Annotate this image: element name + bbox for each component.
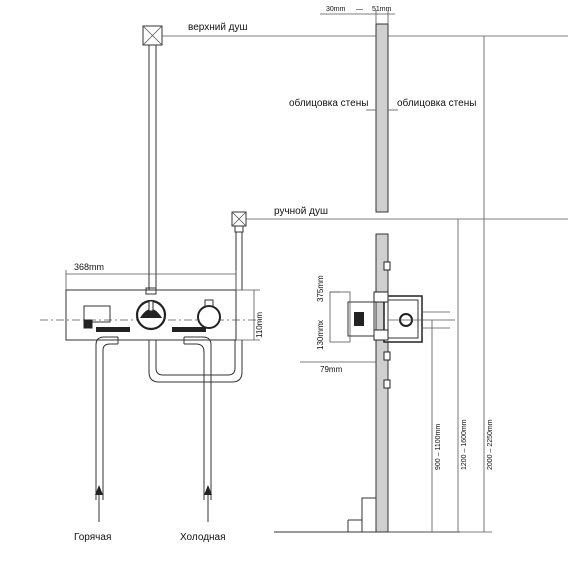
hand-shower-outlet [231,211,247,233]
pipe-to-top-shower [148,45,157,290]
hand-shower-label: ручной душ [274,206,328,217]
spout [83,305,111,329]
mixer-box-section [347,291,450,343]
hand-shower-height-label: 1200 – 1600mm [461,419,468,470]
cold-arrow [204,485,212,522]
wall-max-label: 51mm [372,6,392,13]
panel-height-label: 110mm [255,312,264,338]
wall-section-upper [375,23,389,213]
hot-label: Горячая [74,532,111,543]
loop-pipe-outer [148,340,243,383]
cold-supply-pipe [183,336,212,500]
diverter-knob [135,299,167,331]
box-height-label: 130mm [316,323,325,350]
cold-label: Холодная [180,532,226,543]
hot-arrow [95,485,103,522]
wall-dash: — [356,6,363,13]
box-x-label: x [316,320,325,324]
depth-label: 79mm [320,365,343,374]
pipe-to-hand-shower [235,232,243,290]
height-dimension-lines [388,36,492,533]
panel-width-label: 368mm [74,262,104,272]
wall-cladding-left-label: облицовка стены [289,97,368,109]
mixer-panel [65,289,237,341]
cold-inlet-bar [172,327,206,332]
wall-min-label: 30mm [326,6,346,13]
hot-supply-pipe [95,336,119,500]
top-shower-outlet [142,25,163,46]
wall-cladding-right-label: облицовка стены [397,97,476,109]
top-shower-height-label: 2000 – 2250mm [487,419,494,470]
top-shower-label: верхний душ [188,22,248,33]
wall-pipe-markers [383,261,391,389]
box-width-label: 375mm [316,275,325,302]
mixer-height-label: 900 – 1100mm [435,424,442,470]
hot-inlet-bar [96,327,130,332]
thermostat-knob [197,299,221,329]
